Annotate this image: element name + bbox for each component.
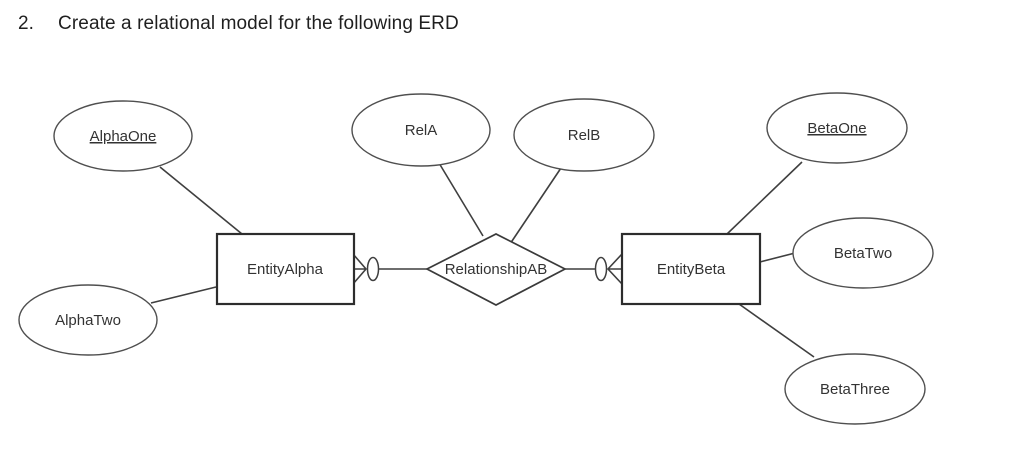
betaone-ellipse — [766, 92, 908, 164]
attribute-betaone: BetaOne — [766, 92, 908, 164]
alphatwo-ellipse — [18, 284, 158, 356]
betathree-ellipse — [784, 353, 926, 425]
relationshipab-diamond — [425, 233, 567, 306]
connector-rela — [438, 162, 484, 237]
rela-label: RelA — [405, 122, 438, 139]
entity-entityalpha: EntityAlpha — [215, 232, 356, 306]
attribute-rela: RelA — [351, 93, 491, 167]
attribute-connectors — [150, 161, 815, 358]
betathree-label: BetaThree — [820, 381, 890, 398]
attribute-alphatwo: AlphaTwo — [18, 284, 158, 356]
attribute-betathree: BetaThree — [784, 353, 926, 425]
attribute-alphaone: AlphaOne — [53, 100, 193, 172]
question-title: 2. Create a relational model for the foll… — [18, 13, 459, 35]
alphaone-ellipse — [53, 100, 193, 172]
connector-relb — [509, 167, 562, 245]
betatwo-label: BetaTwo — [834, 245, 892, 262]
relationship-relationshipab: RelationshipAB — [425, 233, 567, 306]
betaone-label: BetaOne — [807, 120, 866, 137]
rela-ellipse — [351, 93, 491, 167]
entitybeta-label: EntityBeta — [657, 261, 726, 278]
connector-alphaone — [159, 166, 243, 235]
connector-alphatwo — [150, 286, 217, 304]
relb-ellipse — [513, 98, 655, 172]
entity-entitybeta: EntityBeta — [620, 232, 762, 306]
betatwo-ellipse — [792, 217, 934, 289]
entityalpha-label: EntityAlpha — [247, 261, 324, 278]
cardinality-entityalpha-side — [352, 253, 427, 285]
connector-betatwo — [759, 252, 796, 263]
zero-circle-right-icon — [594, 256, 608, 282]
attribute-relb: RelB — [513, 98, 655, 172]
zero-circle-left-icon — [366, 256, 380, 282]
question-text: Create a relational model for the follow… — [58, 13, 459, 34]
relb-label: RelB — [568, 127, 601, 144]
cardinality-entitybeta-side — [565, 253, 623, 285]
alphaone-label: AlphaOne — [90, 128, 157, 145]
relationshipab-label: RelationshipAB — [445, 261, 548, 278]
entitybeta-rect — [620, 232, 762, 306]
alphatwo-label: AlphaTwo — [55, 312, 121, 329]
entityalpha-rect — [215, 232, 356, 306]
crows-foot-left-icon — [352, 253, 368, 285]
connector-betathree — [738, 303, 815, 358]
attribute-betatwo: BetaTwo — [792, 217, 934, 289]
crows-foot-right-icon — [606, 253, 623, 285]
connector-betaone — [726, 161, 803, 235]
question-number: 2. — [18, 13, 35, 34]
